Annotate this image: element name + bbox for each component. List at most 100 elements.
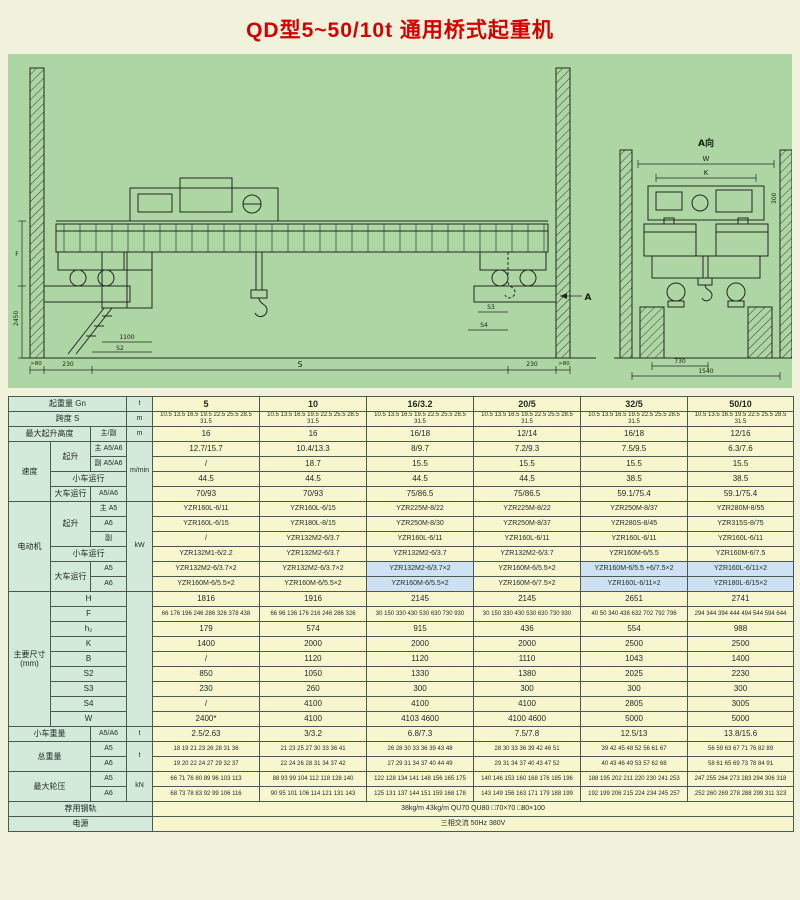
row-header-cell: 荐用钢轨: [7, 801, 154, 817]
row-header-cell: 副 A5/A6: [89, 456, 128, 472]
row-header-cell: A5: [89, 771, 128, 787]
data-cell: 26 28 30 33 36 39 43 48: [366, 741, 475, 757]
dim-730-label: 730: [674, 358, 686, 365]
data-cell: 4103 4600: [366, 711, 475, 727]
data-cell: /: [152, 651, 261, 667]
row-header-cell: 跨度 S: [7, 411, 128, 427]
data-cell: 247 255 264 273 283 294 306 318: [687, 771, 795, 787]
data-cell: 260: [259, 681, 368, 697]
data-cell: 15.5: [473, 456, 582, 472]
data-cell: [126, 591, 154, 727]
data-cell: 436: [473, 621, 582, 637]
data-cell: 68 73 78 83 92 99 106 116: [152, 786, 261, 802]
data-cell: 16/3.2: [366, 396, 475, 412]
data-cell: YZR132M2-6/3.7: [366, 546, 475, 562]
data-cell: 90 95 101 106 114 121 131 143: [259, 786, 368, 802]
row-header-cell: A5/A6: [89, 726, 128, 742]
data-cell: t: [126, 726, 154, 742]
data-cell: 16/18: [580, 426, 689, 442]
data-cell: 230: [152, 681, 261, 697]
data-cell: 179: [152, 621, 261, 637]
data-cell: YZR160M-6/5.5 +6/7.5×2: [580, 561, 689, 577]
row-header-cell: F: [49, 606, 128, 622]
section-marker-label: A: [585, 293, 592, 303]
data-cell: YZR160L-6/11: [473, 531, 582, 547]
rail-offset-right-label: 230: [526, 361, 538, 368]
data-cell: 15.5: [687, 456, 795, 472]
data-cell: YZR160M-6/5.5×2: [152, 576, 261, 592]
data-cell: 5000: [580, 711, 689, 727]
data-cell: 2400*: [152, 711, 261, 727]
data-cell: 300: [580, 681, 689, 697]
dim-300-label: 300: [771, 192, 778, 204]
height-dimension-label: 2450: [13, 311, 20, 326]
data-cell: 44.5: [152, 471, 261, 487]
row-header-cell: 起升: [50, 441, 91, 472]
data-cell: YZR132M2-6/3.7×2: [366, 561, 475, 577]
data-cell: 294 344 394 444 494 544 594 644: [687, 606, 795, 622]
f-dimension-label: F: [15, 251, 19, 258]
data-cell: 39 42 45 48 52 56 61 67: [580, 741, 689, 757]
data-cell: YZR180L-6/15×2: [687, 576, 795, 592]
w-dimension-label: W: [703, 155, 710, 163]
data-cell: 1043: [580, 651, 689, 667]
data-cell: 143 149 156 163 171 179 188 199: [473, 786, 582, 802]
data-cell: YZR160L-6/11×2: [687, 561, 795, 577]
row-header-cell: 小车运行: [49, 546, 128, 562]
data-cell: 1916: [259, 591, 368, 607]
row-header-cell: S2: [49, 666, 128, 682]
data-cell: 18 19 21 23 26 28 31 36: [152, 741, 261, 757]
data-cell: 66 71 76 80 89 96 103 113: [152, 771, 261, 787]
data-cell: 27 29 31 34 37 40 44 49: [366, 756, 475, 772]
data-cell: 2805: [580, 696, 689, 712]
data-cell: 2145: [473, 591, 582, 607]
data-cell: 32/5: [580, 396, 689, 412]
data-cell: 30 150 330 430 530 630 730 930: [366, 606, 475, 622]
data-cell: 1050: [259, 666, 368, 682]
data-cell: 12/14: [473, 426, 582, 442]
row-header-cell: 大车运行: [50, 561, 91, 592]
data-cell: 7.5/7.8: [473, 726, 582, 742]
data-cell: 2651: [580, 591, 689, 607]
data-cell: YZR160L-6/11: [366, 531, 475, 547]
data-cell: YZR160M-6/5.5×2: [366, 576, 475, 592]
data-cell: kN: [126, 771, 154, 802]
row-header-cell: 副: [89, 531, 128, 547]
data-cell: 40 50 340 438 632 702 792 796: [580, 606, 689, 622]
data-cell: 4100: [473, 696, 582, 712]
row-header-cell: A5: [89, 561, 128, 577]
data-cell: 10.4/13.3: [259, 441, 368, 457]
data-cell: 2000: [259, 636, 368, 652]
data-cell: 300: [366, 681, 475, 697]
data-cell: YZR160L-6/11: [580, 531, 689, 547]
data-cell: 75/86.5: [473, 486, 582, 502]
data-cell: 7.5/9.5: [580, 441, 689, 457]
row-header-cell: 小车重量: [8, 726, 91, 742]
data-cell: 66 176 196 246 286 326 378 438: [152, 606, 261, 622]
data-cell: YZR160L-6/15: [152, 516, 261, 532]
data-cell: YZR280S-8/45: [580, 516, 689, 532]
data-cell: 6.3/7.6: [687, 441, 795, 457]
data-cell: 2.5/2.63: [152, 726, 261, 742]
data-cell: 58 61 65 69 73 78 84 91: [687, 756, 795, 772]
row-header-cell: S4: [49, 696, 128, 712]
data-cell: YZR132M2-6/3.7: [259, 546, 368, 562]
page-title: QD型5~50/10t 通用桥式起重机: [246, 19, 554, 42]
k-dimension-label: K: [704, 169, 709, 177]
row-header-cell: B: [49, 651, 128, 667]
data-cell: YZR160L-6/11: [152, 501, 261, 517]
data-cell: YZR132M2-6/3.7×2: [152, 561, 261, 577]
data-cell: 2230: [687, 666, 795, 682]
data-cell: 7.2/9.3: [473, 441, 582, 457]
data-cell: 4100: [259, 696, 368, 712]
data-cell: 188 195 202 211 220 230 241 253: [580, 771, 689, 787]
data-cell: 2000: [473, 636, 582, 652]
data-cell: 12.5/13: [580, 726, 689, 742]
data-cell: 38.5: [580, 471, 689, 487]
row-header-cell: 主/副: [89, 426, 128, 442]
data-cell: YZR160M-6/5.5×2: [259, 576, 368, 592]
data-cell: YZR132M2-6/3.7: [473, 546, 582, 562]
s4-dimension-label: S4: [480, 322, 488, 329]
data-cell: 28 30 33 36 39 42 46 51: [473, 741, 582, 757]
row-header-cell: A5/A6: [89, 486, 128, 502]
